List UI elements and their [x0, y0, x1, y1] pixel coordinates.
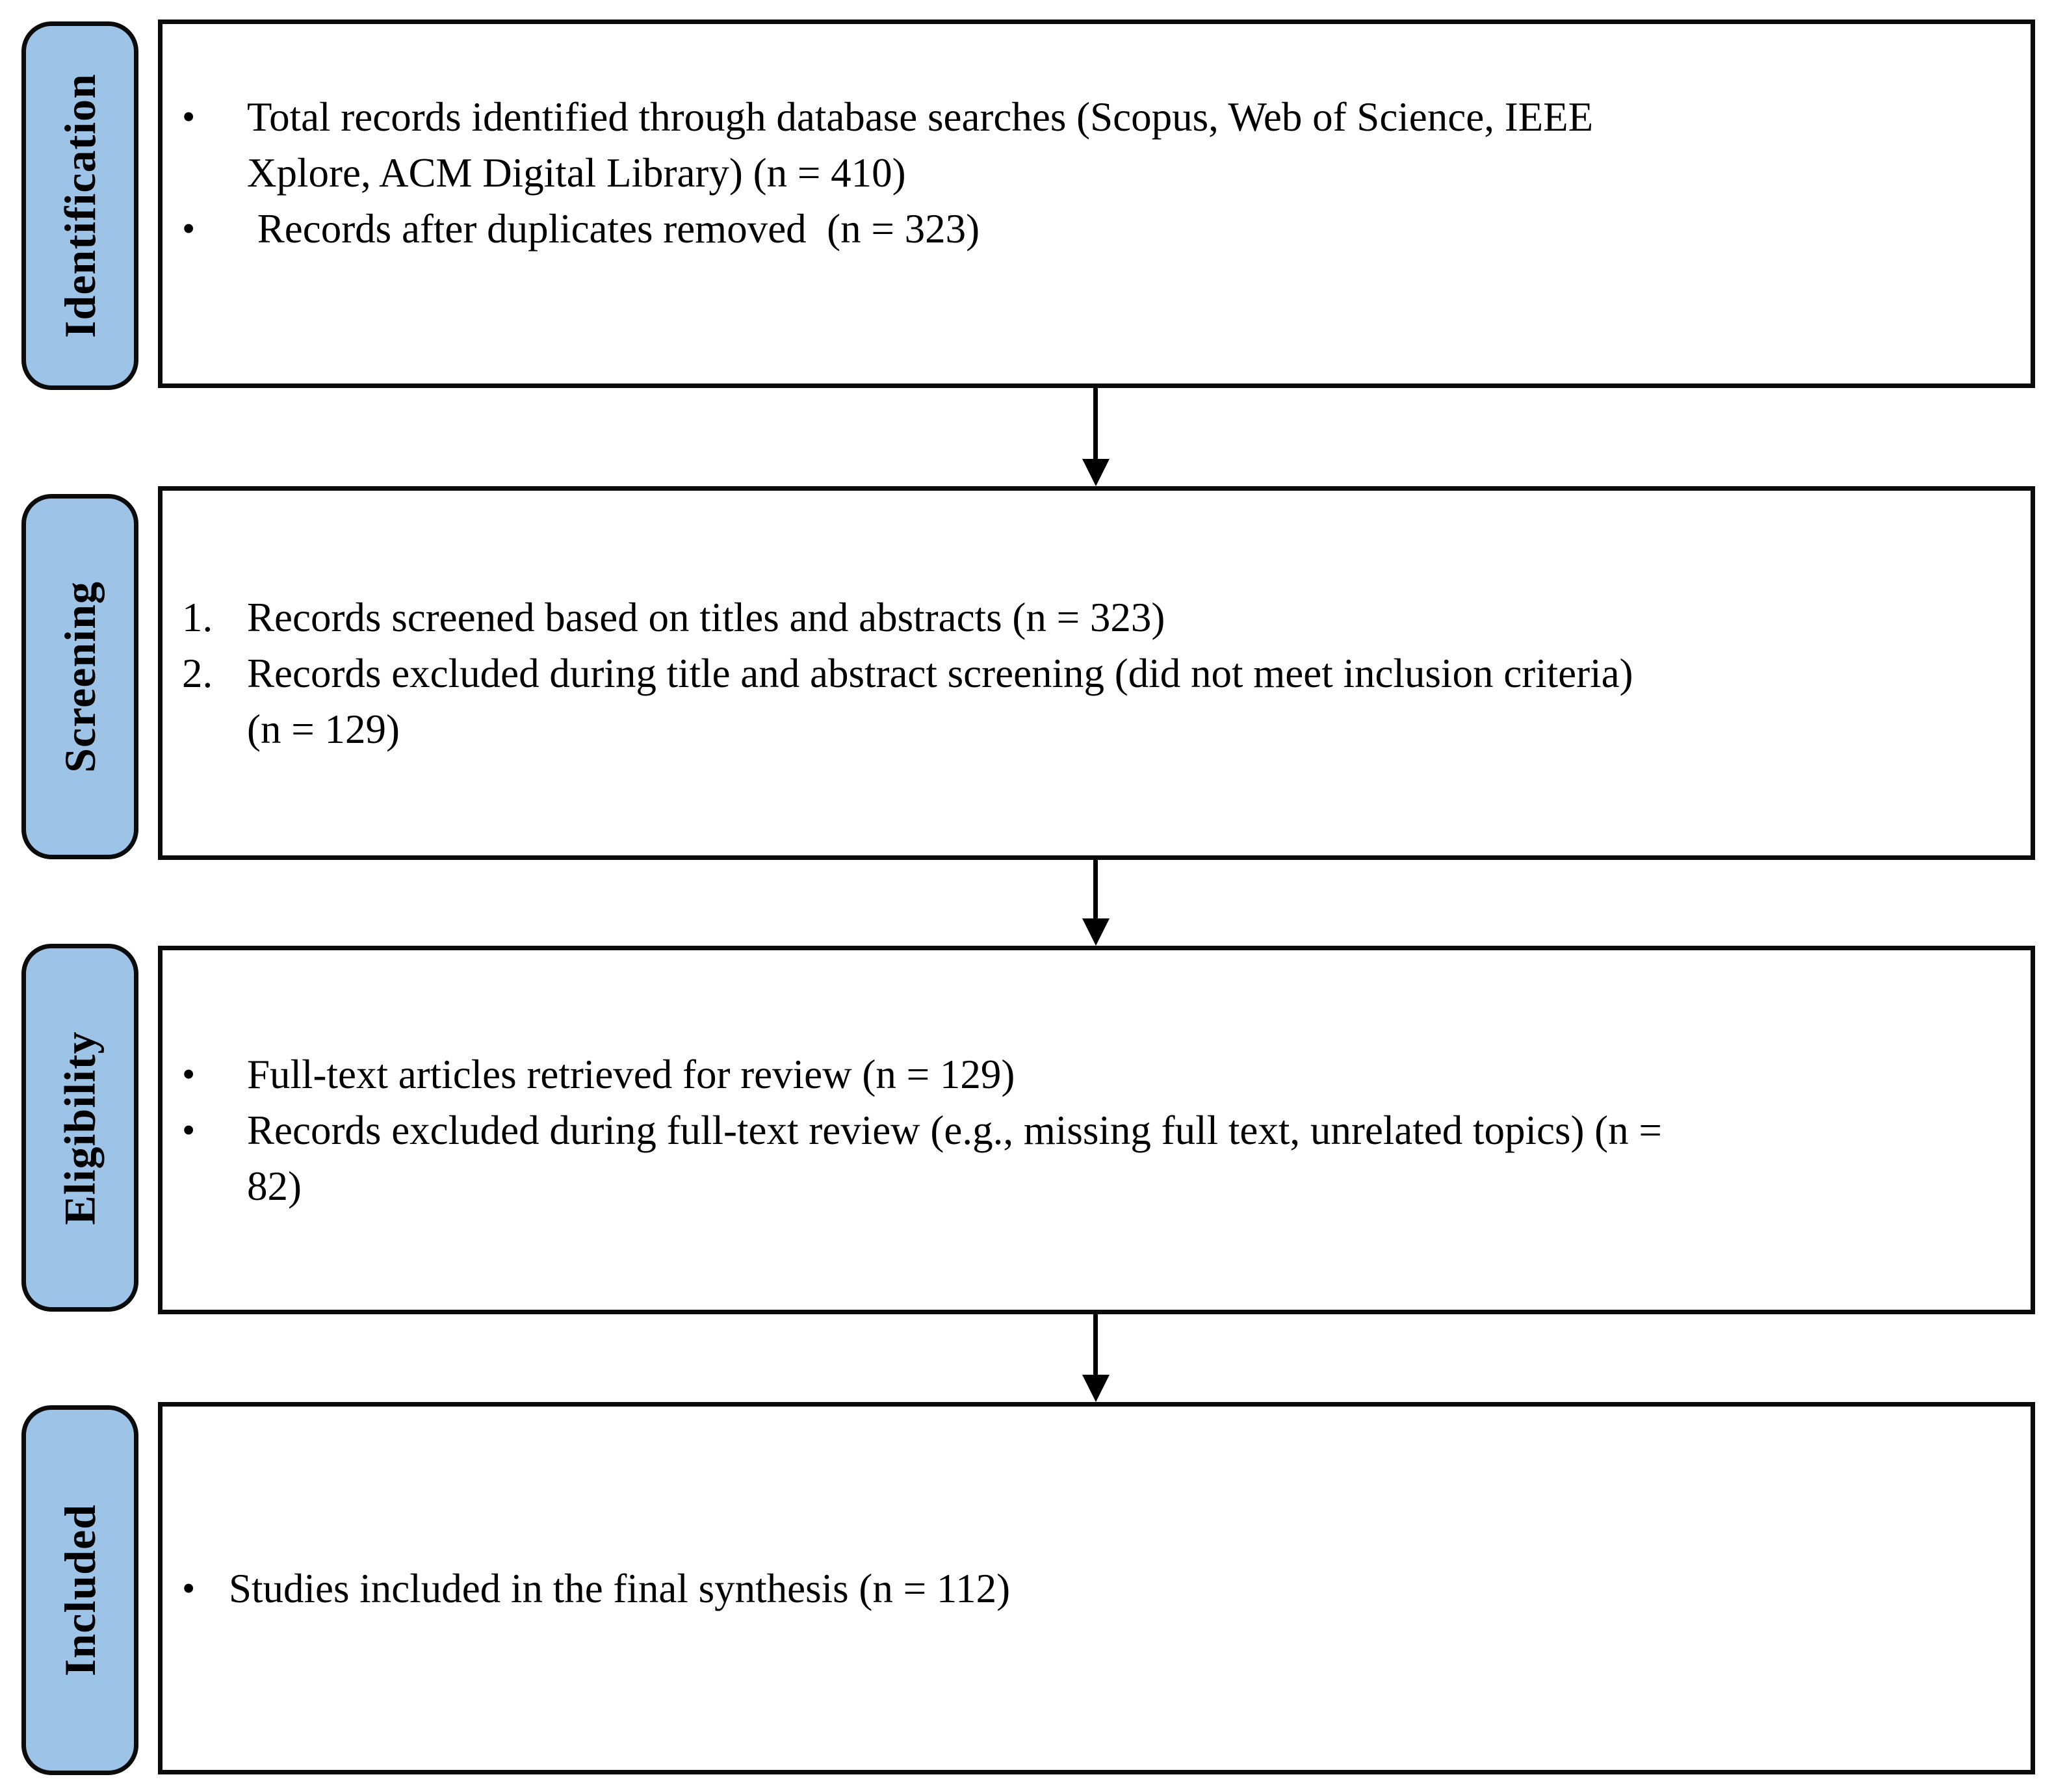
list-item: • Studies included in the final synthesi…: [162, 1561, 2031, 1617]
item-text: Studies included in the final synthesis …: [229, 1565, 1011, 1611]
arrowhead-icon: [1082, 1375, 1110, 1402]
flow-box-eligibility: • Full-text articles retrieved for revie…: [158, 946, 2035, 1314]
flow-arrow-1: [1082, 388, 1110, 486]
arrowhead-icon: [1082, 459, 1110, 486]
arrow-shaft: [1093, 860, 1098, 924]
stage-label-text: Screening: [55, 580, 105, 773]
bullet-icon: •: [182, 96, 196, 138]
bullet-icon: •: [182, 1052, 196, 1095]
stage-label-identification: Identification: [21, 21, 138, 390]
arrow-shaft: [1093, 1314, 1098, 1380]
item-text: Records excluded during title and abstra…: [247, 650, 1633, 752]
item-text: Records after duplicates removed (n = 32…: [247, 206, 980, 252]
flow-box-screening: 1. Records screened based on titles and …: [158, 486, 2035, 860]
list-item: • Records excluded during full-text revi…: [162, 1102, 2031, 1214]
bullet-icon: •: [182, 207, 196, 250]
stage-label-text: Included: [55, 1504, 105, 1676]
item-text: Full-text articles retrieved for review …: [247, 1051, 1015, 1097]
stage-label-included: Included: [21, 1405, 138, 1775]
bullet-icon: •: [182, 1566, 196, 1609]
list-item: 1. Records screened based on titles and …: [162, 590, 2031, 645]
flow-arrow-2: [1082, 860, 1110, 946]
stage-label-eligibility: Eligibility: [21, 944, 138, 1312]
item-number: 1.: [182, 594, 213, 640]
item-text: Total records identified through databas…: [247, 94, 1594, 196]
flow-box-identification: • Total records identified through datab…: [158, 19, 2035, 388]
list-item: 2. Records excluded during title and abs…: [162, 645, 2031, 757]
arrowhead-icon: [1082, 918, 1110, 946]
stage-label-text: Identification: [55, 73, 105, 338]
flow-box-included: • Studies included in the final synthesi…: [158, 1402, 2035, 1774]
arrow-shaft: [1093, 388, 1098, 464]
list-item: • Total records identified through datab…: [162, 89, 2031, 201]
list-item: • Full-text articles retrieved for revie…: [162, 1046, 2031, 1102]
flow-arrow-3: [1082, 1314, 1110, 1402]
item-text: Records excluded during full-text review…: [247, 1107, 1662, 1209]
item-text: Records screened based on titles and abs…: [247, 594, 1165, 640]
stage-label-screening: Screening: [21, 494, 138, 859]
bullet-icon: •: [182, 1108, 196, 1151]
list-item: • Records after duplicates removed (n = …: [162, 201, 2031, 257]
stage-label-text: Eligibility: [55, 1030, 105, 1225]
item-number: 2.: [182, 650, 213, 696]
